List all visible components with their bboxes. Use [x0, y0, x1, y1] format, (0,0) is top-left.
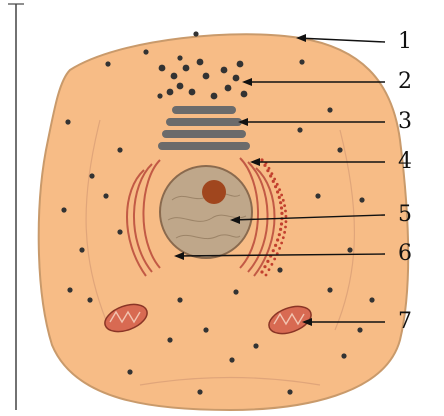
ribosome — [282, 199, 285, 202]
granule — [177, 297, 182, 302]
granule — [61, 207, 66, 212]
granule — [359, 197, 364, 202]
vesicle — [189, 89, 196, 96]
vesicle — [237, 61, 244, 68]
vesicle — [241, 91, 248, 98]
label-7: 7 — [398, 311, 412, 333]
granule — [327, 107, 332, 112]
ribosome — [273, 258, 276, 261]
label-3: 3 — [398, 111, 412, 133]
granule — [177, 55, 182, 60]
granule — [167, 337, 172, 342]
nucleolus — [202, 180, 226, 204]
ribosome — [278, 196, 281, 199]
ribosome — [280, 222, 283, 225]
granule — [105, 61, 110, 66]
ribosome — [283, 231, 286, 234]
label-4: 4 — [398, 151, 412, 173]
granule — [299, 59, 304, 64]
ribosome — [283, 204, 286, 207]
vesicle — [171, 73, 178, 80]
granule — [79, 247, 84, 252]
granule — [117, 147, 122, 152]
ribosome — [279, 201, 282, 204]
granule — [277, 267, 282, 272]
granule — [89, 173, 94, 178]
ribosome — [266, 260, 269, 263]
granule — [117, 229, 122, 234]
ribosome — [284, 226, 287, 229]
nucleus — [160, 166, 252, 258]
ribosome — [280, 194, 283, 197]
label-5: 5 — [398, 204, 412, 226]
ribosome — [284, 210, 287, 213]
vesicle — [177, 83, 184, 90]
ribosome — [276, 238, 279, 241]
ribosome — [279, 228, 282, 231]
vesicle — [233, 75, 240, 82]
ribosome — [280, 206, 283, 209]
granule — [103, 193, 108, 198]
vesicle — [197, 59, 204, 66]
ribosome — [274, 185, 277, 188]
ribosome — [272, 180, 275, 183]
granule — [297, 127, 302, 132]
granule — [87, 297, 92, 302]
ribosome — [276, 190, 279, 193]
granule — [229, 357, 234, 362]
ribosome — [282, 236, 285, 239]
ribosome — [265, 274, 268, 277]
ribosome — [285, 220, 288, 223]
granule — [287, 389, 292, 394]
ribosome — [280, 242, 283, 245]
granule — [193, 31, 198, 36]
granule — [337, 147, 342, 152]
granule — [347, 247, 352, 252]
granule — [127, 369, 132, 374]
ribosome — [268, 268, 271, 271]
granule — [253, 343, 258, 348]
ribosome — [278, 233, 281, 236]
granule — [65, 119, 70, 124]
label-2: 2 — [398, 71, 412, 93]
vesicle — [159, 65, 166, 72]
granule — [341, 353, 346, 358]
granule — [233, 289, 238, 294]
granule — [369, 297, 374, 302]
granule — [315, 193, 320, 198]
granule — [197, 389, 202, 394]
ribosome — [270, 263, 273, 266]
label-1: 1 — [398, 31, 412, 53]
vesicle — [167, 89, 174, 96]
vesicle — [183, 65, 190, 72]
ribosome — [269, 174, 272, 177]
granule — [357, 327, 362, 332]
ribosome — [274, 244, 277, 247]
granule — [143, 49, 148, 54]
granule — [157, 93, 162, 98]
ribosome — [280, 212, 283, 215]
ribosome — [266, 169, 269, 172]
ribosome — [278, 188, 281, 191]
vesicle — [225, 85, 232, 92]
vesicle — [221, 67, 228, 74]
granule — [327, 287, 332, 292]
vesicle — [211, 93, 218, 100]
vesicle — [203, 73, 210, 80]
granule — [67, 287, 72, 292]
ribosome — [260, 158, 263, 161]
ribosome — [263, 265, 266, 268]
granule — [203, 327, 208, 332]
ribosome — [272, 249, 275, 252]
label-6: 6 — [398, 243, 412, 265]
ribosome — [263, 164, 266, 167]
ribosome — [260, 270, 263, 273]
ribosome — [285, 215, 288, 218]
ribosome — [278, 247, 281, 250]
